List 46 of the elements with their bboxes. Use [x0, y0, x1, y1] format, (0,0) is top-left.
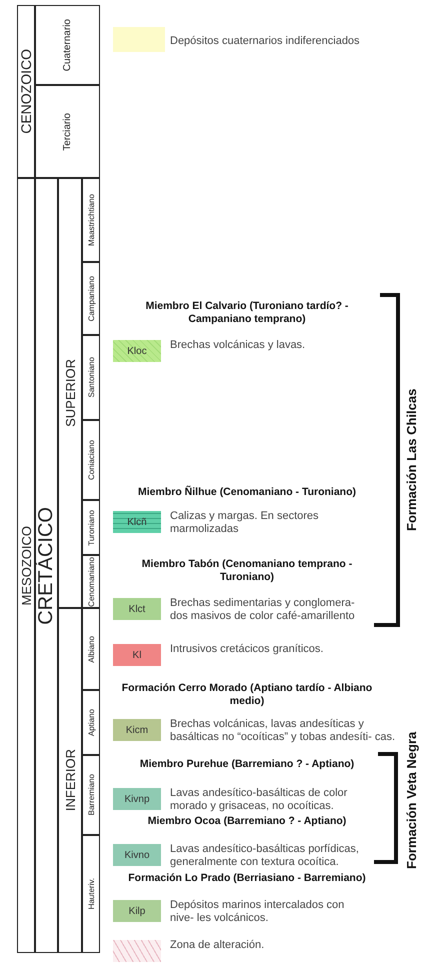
map-unit-swatch: Kivnp: [113, 788, 161, 810]
unit-heading: Miembro El Calvario (Turoniano tardío? - Campaniano temprano): [144, 300, 350, 326]
stage-cell: Coniaciano: [82, 420, 100, 500]
map-unit-swatch: Klcñ: [113, 511, 161, 533]
unit-description: Lavas andesítico-basálticas de color morado y grisaceas, no ocoíticas.: [170, 787, 348, 813]
map-unit-swatch: Kloc: [113, 340, 161, 362]
unit-description: Lavas andesítico-basálticas porfídicas, generalmente con textura ocoítica.: [170, 843, 360, 869]
formation-name: Formación Las Chilcas: [404, 388, 419, 534]
map-unit-swatch: Kivno: [113, 844, 161, 866]
stage-cell: Turoniano: [82, 500, 100, 555]
period-cell: CRETÁCICO: [35, 178, 58, 953]
epoch-cell: INFERIOR: [58, 608, 82, 953]
unit-description: Brechas volcánicas, lavas andesíticas y basálticas no “ocoíticas” y tobas andesíti- cas.: [170, 718, 396, 744]
stage-cell: Barremiano: [82, 755, 100, 835]
map-unit-swatch: Kicm: [113, 719, 161, 741]
map-unit-swatch: Klct: [113, 598, 161, 620]
legend-swatch: [113, 940, 161, 962]
unit-description: Calizas y margas. En sectores marmolizadas: [170, 510, 320, 536]
stage-cell: Hauteriv.: [82, 835, 100, 953]
period-cell: Cuaternario: [35, 5, 100, 85]
stage-cell: Campaniano: [82, 262, 100, 335]
map-unit-swatch: Kl: [113, 644, 161, 666]
stage-cell: Maastrichtiano: [82, 178, 100, 262]
unit-description: Zona de alteración.: [170, 939, 266, 952]
formation-name: Formación Veta Negra: [404, 730, 419, 871]
era-cell: CENOZOICO: [17, 5, 35, 178]
unit-heading: Formación Lo Prado (Berriasiano - Barremiano): [127, 872, 367, 885]
map-unit-swatch: Kilp: [113, 900, 161, 922]
epoch-cell: SUPERIOR: [58, 178, 82, 608]
unit-description: Intrusivos cretácicos graníticos.: [170, 643, 324, 656]
era-cell: MESOZOICO: [17, 178, 35, 953]
stage-cell: Albiano: [82, 608, 100, 690]
unit-description: Brechas volcánicas y lavas.: [170, 339, 306, 352]
stage-cell: Aptiano: [82, 690, 100, 755]
unit-heading: Miembro Tabón (Cenomaniano temprano - Turoniano): [140, 558, 354, 584]
unit-heading: Miembro Ñilhue (Cenomaniano - Turoniano): [137, 486, 357, 499]
legend-swatch: [113, 27, 165, 52]
stage-cell: Cenomaniano: [82, 555, 100, 608]
unit-heading: Miembro Ocoa (Barremiano ? - Aptiano): [146, 815, 348, 828]
stage-cell: Santoniano: [82, 335, 100, 420]
unit-heading: Miembro Purehue (Barremiano ? - Aptiano): [138, 758, 356, 771]
unit-description: Brechas sedimentarias y conglomera- dos masivos de color café-amarillento: [170, 597, 356, 623]
unit-description: Depósitos cuaternarios indiferenciados: [170, 35, 361, 48]
unit-heading: Formación Cerro Morado (Aptiano tardío - Albiano medio): [120, 682, 374, 708]
period-cell: Terciario: [35, 85, 100, 178]
unit-description: Depósitos marinos intercalados con nive- les volcánicos.: [170, 899, 346, 925]
